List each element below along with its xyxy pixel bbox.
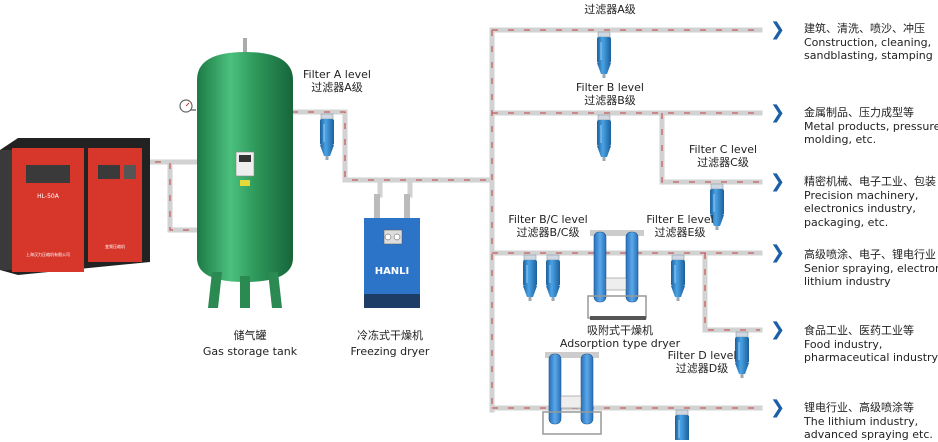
filter-c-label: Filter C level 过滤器C级 xyxy=(683,143,763,169)
application-6-cn: 锂电行业、高级喷涂等 xyxy=(804,401,914,414)
air-compressor: HL-50A 上海汉力压缩机有限公司 变频压缩机 xyxy=(0,138,150,275)
filter-bottom xyxy=(674,409,690,440)
application-3-en1: Precision machinery, xyxy=(804,188,919,202)
tank-label: 储气罐 Gas storage tank xyxy=(195,329,305,358)
tank-label-cn: 储气罐 xyxy=(233,329,267,342)
filter-bc-1 xyxy=(522,254,538,302)
compressor-brand-text: 上海汉力压缩机有限公司 xyxy=(26,251,70,257)
filter-b-label-cn: 过滤器B级 xyxy=(584,94,636,107)
arrow-chevron-icon: ❯ xyxy=(770,19,786,40)
freezing-dryer-label-en: Freezing dryer xyxy=(350,345,430,358)
application-5-en2: pharmaceutical industry xyxy=(804,351,938,364)
application-4-en2: lithium industry xyxy=(804,275,891,288)
adsorption-dryer-label-cn: 吸附式干燥机 xyxy=(587,324,653,337)
application-3-en3: packaging, etc. xyxy=(804,215,889,229)
filter-b xyxy=(596,114,612,162)
compressor-model-text: HL-50A xyxy=(37,193,60,200)
filter-bc-label: Filter B/C level 过滤器B/C级 xyxy=(503,213,593,239)
application-4: 高级喷涂、电子、锂电行业 Senior spraying, electronic… xyxy=(804,248,938,289)
application-6-en1: The lithium industry, xyxy=(804,414,919,428)
adsorption-dryer-label: 吸附式干燥机 Adsorption type dryer xyxy=(555,324,685,350)
application-6-en2: advanced spraying etc. xyxy=(804,428,933,441)
filter-bc-label-cn: 过滤器B/C级 xyxy=(516,226,580,239)
filter-a-top-label-cn: 过滤器A级 xyxy=(584,3,636,16)
application-6: 锂电行业、高级喷涂等 The lithium industry, advance… xyxy=(804,401,933,442)
application-5-cn: 食品工业、医药工业等 xyxy=(804,324,914,337)
application-2-cn: 金属制品、压力成型等 xyxy=(804,106,914,119)
filter-bc-label-en: Filter B/C level xyxy=(508,213,588,226)
filter-a-main-label-en: Filter A level xyxy=(303,68,371,81)
application-3-en2: electronics industry, xyxy=(804,202,916,215)
application-2: 金属制品、压力成型等 Metal products, pressure mold… xyxy=(804,106,938,147)
tank-label-en: Gas storage tank xyxy=(202,345,298,358)
filter-a-top-label: 过滤器A级 xyxy=(570,3,650,16)
arrow-chevron-icon: ❯ xyxy=(770,171,786,192)
application-4-cn: 高级喷涂、电子、锂电行业 xyxy=(804,248,936,261)
arrow-chevron-icon: ❯ xyxy=(770,397,786,418)
freezing-dryer-brand: HANLI xyxy=(375,266,410,277)
filter-d-label-cn: 过滤器D级 xyxy=(675,362,729,375)
adsorption-dryer-label-en: Adsorption type dryer xyxy=(559,337,681,350)
application-4-en1: Senior spraying, electronics xyxy=(804,261,938,275)
filter-c-label-cn: 过滤器C级 xyxy=(697,156,749,169)
arrow-chevron-icon: ❯ xyxy=(770,319,786,340)
application-1-en1: Construction, cleaning, xyxy=(804,35,932,49)
freezing-dryer: HANLI xyxy=(364,194,420,308)
arrow-chevron-icon: ❯ xyxy=(770,102,786,123)
application-1-cn: 建筑、清洗、喷沙、冲压 xyxy=(804,22,925,35)
filter-a-main xyxy=(319,113,335,161)
freezing-dryer-label-cn: 冷冻式干燥机 xyxy=(357,329,423,342)
filter-a-main-label-cn: 过滤器A级 xyxy=(311,81,363,94)
application-3: 精密机械、电子工业、包装 Precision machinery, electr… xyxy=(804,175,936,229)
arrow-chevron-icon: ❯ xyxy=(770,242,786,263)
application-5: 食品工业、医药工业等 Food industry, pharmaceutical… xyxy=(804,324,938,365)
freezing-dryer-label: 冷冻式干燥机 Freezing dryer xyxy=(335,329,445,358)
compressor-panel-text: 变频压缩机 xyxy=(105,243,125,249)
filter-e-label-cn: 过滤器E级 xyxy=(654,226,706,239)
application-3-cn: 精密机械、电子工业、包装 xyxy=(804,175,936,188)
filter-e xyxy=(670,254,686,302)
filter-d-label: Filter D level 过滤器D级 xyxy=(662,349,742,375)
application-1-en2: sandblasting, stamping xyxy=(804,49,933,62)
application-5-en1: Food industry, xyxy=(804,337,883,351)
filter-b-label-en: Filter B level xyxy=(576,81,644,94)
application-2-en1: Metal products, pressure xyxy=(804,119,938,133)
application-2-en2: molding, etc. xyxy=(804,133,877,146)
adsorption-dryer-upper xyxy=(587,230,647,320)
filter-a-main-label: Filter A level 过滤器A级 xyxy=(292,68,382,94)
adsorption-dryer-lower xyxy=(542,352,602,435)
filter-e-label-en: Filter E level xyxy=(646,213,714,226)
gas-storage-tank xyxy=(179,38,293,308)
filter-c-label-en: Filter C level xyxy=(688,143,758,156)
filter-d-label-en: Filter D level xyxy=(667,349,737,362)
filter-bc-2 xyxy=(545,254,561,302)
filter-a-top xyxy=(596,31,612,79)
filter-b-label: Filter B level 过滤器B级 xyxy=(570,81,650,107)
filter-e-label: Filter E level 过滤器E级 xyxy=(640,213,720,239)
application-1: 建筑、清洗、喷沙、冲压 Construction, cleaning, sand… xyxy=(804,22,933,63)
